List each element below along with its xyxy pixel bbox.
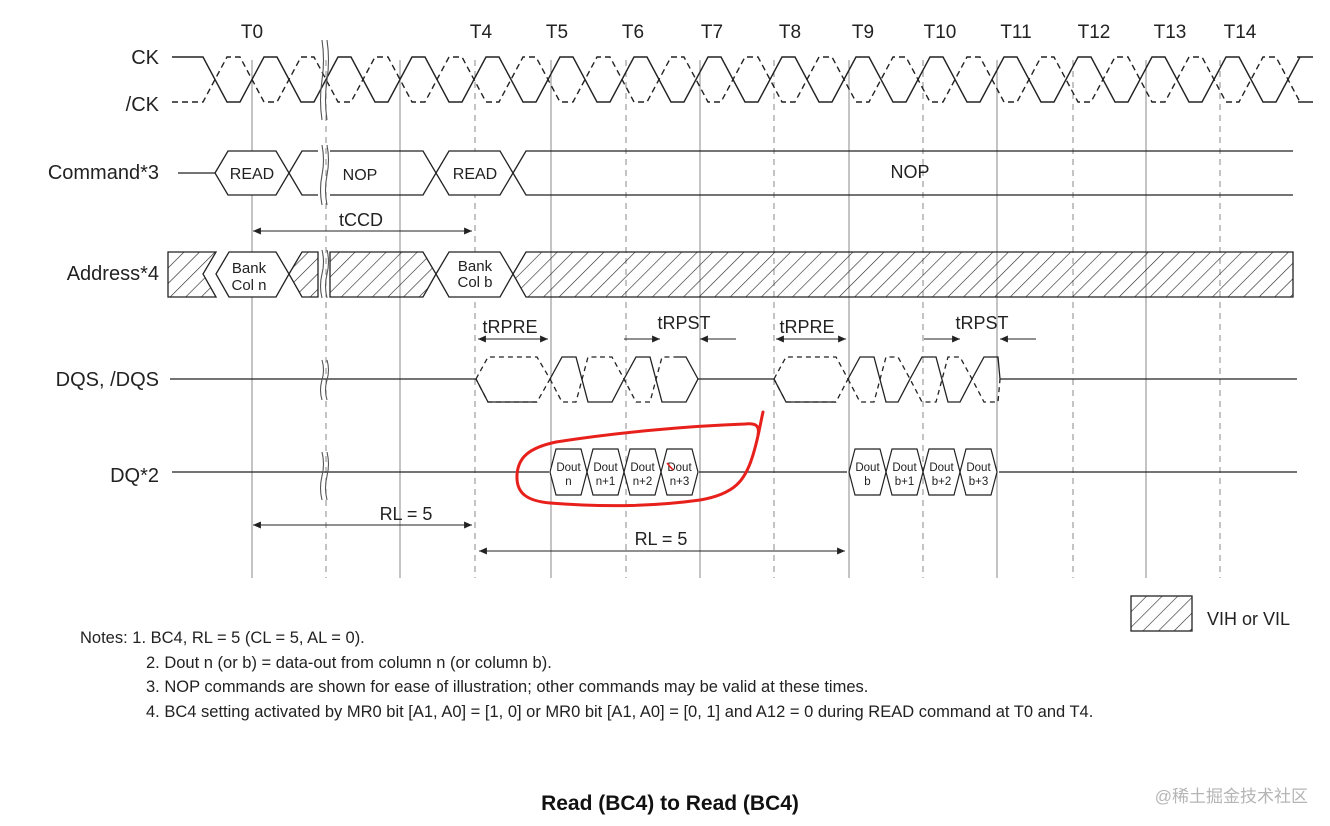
dq-cell-index: b+2 <box>932 476 952 488</box>
dq-cell: Dout b <box>848 448 887 496</box>
red-annotation-mark <box>666 462 674 471</box>
dq-cell-label: Dout <box>667 462 692 474</box>
legend-label: VIH or VIL <box>1207 609 1291 629</box>
tick-label: T12 <box>1078 22 1111 43</box>
note-2: 2. Dout n (or b) = data-out from column … <box>146 653 552 672</box>
dq-cell-index: b+3 <box>969 476 989 488</box>
watermark: @稀土掘金技术社区 <box>1154 787 1308 806</box>
red-annotation-loop <box>515 410 765 508</box>
dq-cell-label: Dout <box>556 462 581 474</box>
tccd-label: tCCD <box>339 210 383 230</box>
dq-cell: Dout b+1 <box>885 448 924 496</box>
signal-label-dqs: DQS, /DQS <box>56 369 159 391</box>
note-1: Notes: 1. BC4, RL = 5 (CL = 5, AL = 0). <box>80 629 365 647</box>
dq-cell: Dout b+3 <box>959 448 998 496</box>
address-1-line-2: Col n <box>231 277 266 294</box>
clock-tick-labels: T0 T4 T5 T6 T7 T8 T9 T10 T11 T12 T13 T14 <box>241 22 1257 43</box>
tick-label: T9 <box>852 22 874 43</box>
tick-label: T4 <box>470 22 493 43</box>
signal-label-ck: CK <box>131 47 159 69</box>
signal-label-address: Address*4 <box>67 263 159 285</box>
trpre-label-2: tRPRE <box>779 317 834 337</box>
ck-waveform <box>172 56 1313 103</box>
clock-break-marks <box>319 39 330 501</box>
signal-label-command: Command*3 <box>48 162 159 184</box>
signal-label-dq: DQ*2 <box>110 465 159 487</box>
trpst-label-2: tRPST <box>955 313 1008 333</box>
clock-edge-gridlines <box>251 60 1221 578</box>
tick-label: T0 <box>241 22 263 43</box>
command-nop-2: NOP <box>890 162 929 182</box>
tick-label: T10 <box>924 22 957 43</box>
dq-data-cells: DoutnDoutn+1Doutn+2Doutn+3DoutbDoutb+1Do… <box>549 448 998 496</box>
dq-cell-index: b <box>864 476 870 488</box>
signal-label-ck-n: /CK <box>126 94 160 116</box>
rl-label-1: RL = 5 <box>380 504 433 524</box>
figure-caption: Read (BC4) to Read (BC4) <box>541 792 799 815</box>
dq-cell-index: n+3 <box>670 476 690 488</box>
dq-cell-label: Dout <box>855 462 880 474</box>
notes-block: Notes: 1. BC4, RL = 5 (CL = 5, AL = 0). … <box>80 626 1093 724</box>
address-bus <box>167 251 1294 298</box>
dq-cell: Dout n <box>549 448 588 496</box>
tick-label: T14 <box>1224 22 1257 43</box>
rl-label-2: RL = 5 <box>635 529 688 549</box>
dq-cell-label: Dout <box>966 462 991 474</box>
address-2-line-2: Col b <box>457 274 492 291</box>
address-1-line-1: Bank <box>232 260 267 277</box>
dqs-waveform <box>170 356 1297 403</box>
note-3: 3. NOP commands are shown for ease of il… <box>146 678 869 696</box>
dq-cell-index: n <box>565 476 571 488</box>
tick-label: T13 <box>1154 22 1187 43</box>
dq-cell-label: Dout <box>593 462 618 474</box>
trpre-label-1: tRPRE <box>482 317 537 337</box>
note-4: 4. BC4 setting activated by MR0 bit [A1,… <box>146 702 1094 721</box>
dq-cell-label: Dout <box>929 462 954 474</box>
command-nop-1: NOP <box>343 167 378 184</box>
dq-cell: Dout b+2 <box>922 448 961 496</box>
trpst-label-1: tRPST <box>657 313 710 333</box>
dq-cell-label: Dout <box>892 462 917 474</box>
command-read-2: READ <box>453 166 497 183</box>
legend-hatch-swatch <box>1130 595 1193 632</box>
dq-cell-label: Dout <box>630 462 655 474</box>
command-read-1: READ <box>230 166 274 183</box>
dq-cell-index: n+2 <box>633 476 653 488</box>
address-2-line-1: Bank <box>458 258 493 275</box>
dq-cell: Dout n+3 <box>660 448 699 496</box>
command-bus <box>178 150 1293 196</box>
tick-label: T8 <box>779 22 801 43</box>
tick-label: T5 <box>546 22 568 43</box>
tick-label: T11 <box>1000 22 1031 43</box>
tick-label: T6 <box>622 22 644 43</box>
dq-cell: Dout n+2 <box>623 448 662 496</box>
dq-cell-index: b+1 <box>895 476 915 488</box>
tick-label: T7 <box>701 22 723 43</box>
dq-cell: Dout n+1 <box>586 448 625 496</box>
dq-cell-index: n+1 <box>596 476 616 488</box>
